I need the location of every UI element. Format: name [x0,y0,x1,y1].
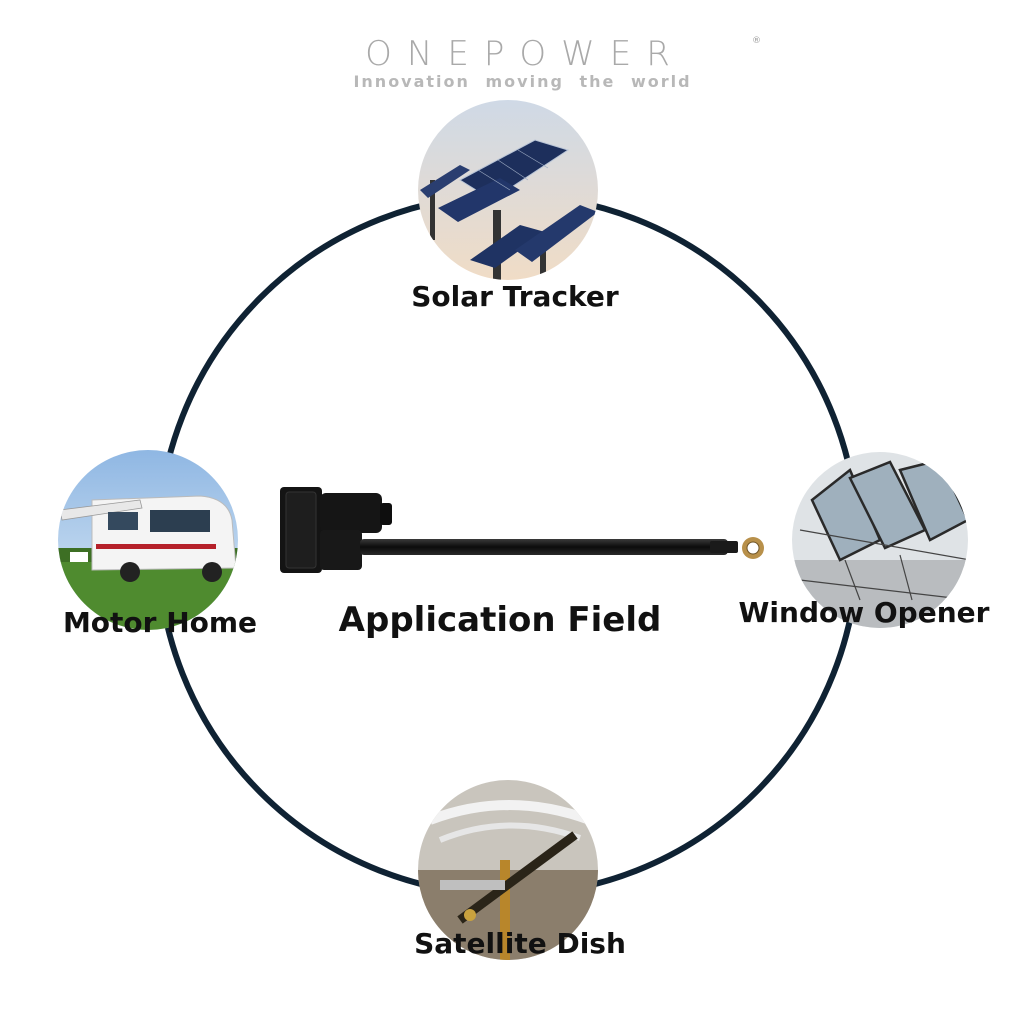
label-window-opener: Window Opener [738,596,990,629]
satellite-dish-photo [418,780,598,960]
linear-actuator-image [280,487,764,573]
label-motor-home: Motor Home [62,606,258,639]
brand-tagline: Innovation moving the world [353,72,692,91]
motor-home-photo [58,450,238,630]
label-satellite-dish: Satellite Dish [414,927,626,960]
window-opener-photo [792,452,968,628]
brand-logo: ONEPOWER [365,34,685,74]
solar-tracker-photo [418,100,598,280]
label-solar-tracker: Solar Tracker [411,280,619,313]
registered-mark: ® [752,36,761,46]
center-title: Application Field [338,600,662,640]
